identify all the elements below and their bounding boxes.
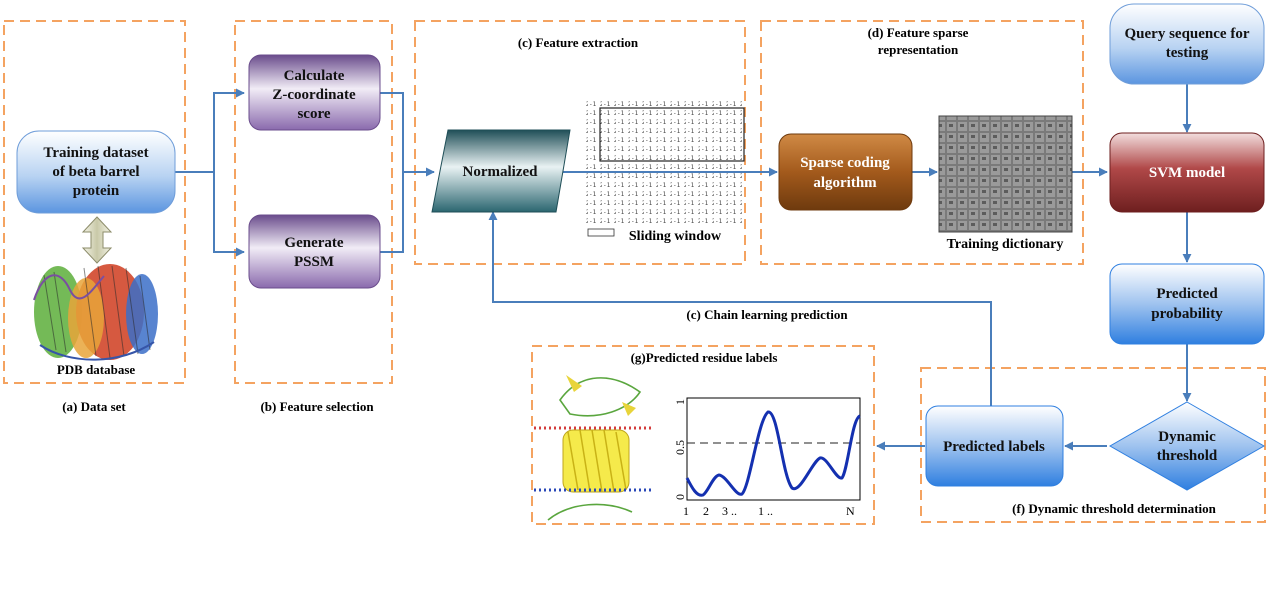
x-tick-i: 1 ..	[758, 504, 773, 518]
predicted-labels-node	[925, 405, 1064, 487]
section-label-b: (b) Feature selection	[260, 399, 374, 414]
query-sequence-line2: testing	[1166, 45, 1209, 61]
predicted-probability-line2: probability	[1151, 306, 1223, 322]
section-label-d-line1: (d) Feature sparse	[868, 25, 969, 40]
arrow-chain-learning-feedback	[488, 211, 992, 406]
sliding-window-label: Sliding window	[629, 229, 722, 244]
predicted-probability-line1: Predicted	[1156, 286, 1218, 302]
training-dataset-line3: protein	[73, 183, 120, 199]
section-label-f: (f) Dynamic threshold determination	[1012, 501, 1217, 516]
section-label-d-line2: representation	[878, 42, 959, 57]
x-tick-3: 3 ..	[722, 504, 737, 518]
section-d-border	[760, 20, 1084, 265]
dynamic-threshold-line2: threshold	[1157, 448, 1218, 464]
arrow-training-to-zcoord	[175, 88, 245, 173]
pssm-line2: PSSM	[294, 254, 334, 270]
arrow-training-to-pssm	[213, 172, 245, 257]
zcoord-line1: Calculate	[284, 68, 345, 84]
section-label-g: (g)Predicted residue labels	[631, 350, 778, 365]
feature-matrix-image	[586, 98, 745, 237]
zcoord-node	[248, 54, 381, 131]
zcoord-line2: Z-coordinate	[272, 87, 356, 103]
section-label-a: (a) Data set	[62, 399, 126, 414]
training-dataset-node	[16, 130, 176, 214]
section-g-border	[531, 345, 875, 525]
training-dictionary-image	[938, 115, 1073, 233]
chain-learning-label: (c) Chain learning prediction	[686, 307, 848, 322]
section-b-border	[234, 20, 393, 384]
pssm-node	[248, 214, 381, 289]
sparse-coding-line1: Sparse coding	[800, 155, 890, 171]
arrow-pssm-to-normalized	[380, 172, 404, 253]
query-sequence-node	[1109, 3, 1265, 85]
pdb-database-label: PDB database	[57, 362, 136, 377]
svm-model-node	[1109, 132, 1265, 213]
x-tick-2: 2	[703, 504, 709, 518]
section-c-border	[414, 20, 746, 265]
query-sequence-line1: Query sequence for	[1125, 26, 1250, 42]
dynamic-threshold-line1: Dynamic	[1158, 429, 1216, 445]
connectors	[175, 84, 1192, 451]
normalized-node	[431, 129, 571, 213]
predicted-probability-node	[1109, 263, 1265, 345]
predicted-labels-label: Predicted labels	[943, 439, 1045, 455]
y-tick-1: 1	[673, 399, 687, 405]
probability-plot: 0 0.5 1 1 2 3 .. 1 .. N	[673, 397, 862, 518]
y-tick-0: 0	[673, 494, 687, 500]
sparse-coding-node	[778, 133, 913, 211]
training-dataset-line2: of beta barrel	[52, 164, 139, 180]
membrane-protein-image	[534, 375, 654, 521]
probability-curve	[685, 410, 862, 497]
section-label-c: (c) Feature extraction	[518, 35, 639, 50]
zcoord-line3: score	[297, 106, 330, 122]
y-tick-05: 0.5	[673, 440, 687, 455]
beta-barrel-protein-image	[33, 264, 158, 361]
dynamic-threshold-node	[1108, 401, 1266, 491]
double-arrow-icon	[81, 216, 113, 264]
arrow-zcoord-to-normalized	[380, 92, 435, 177]
section-a-border	[3, 20, 186, 384]
x-tick-1: 1	[683, 504, 689, 518]
x-tick-n: N	[846, 504, 855, 518]
normalized-label: Normalized	[463, 164, 539, 180]
training-dictionary-label: Training dictionary	[947, 237, 1064, 252]
training-dataset-line1: Training dataset	[43, 145, 148, 161]
svm-model-label: SVM model	[1149, 165, 1225, 181]
plot-frame	[686, 397, 861, 501]
pssm-line1: Generate	[284, 235, 343, 251]
sparse-coding-line2: algorithm	[813, 175, 877, 191]
